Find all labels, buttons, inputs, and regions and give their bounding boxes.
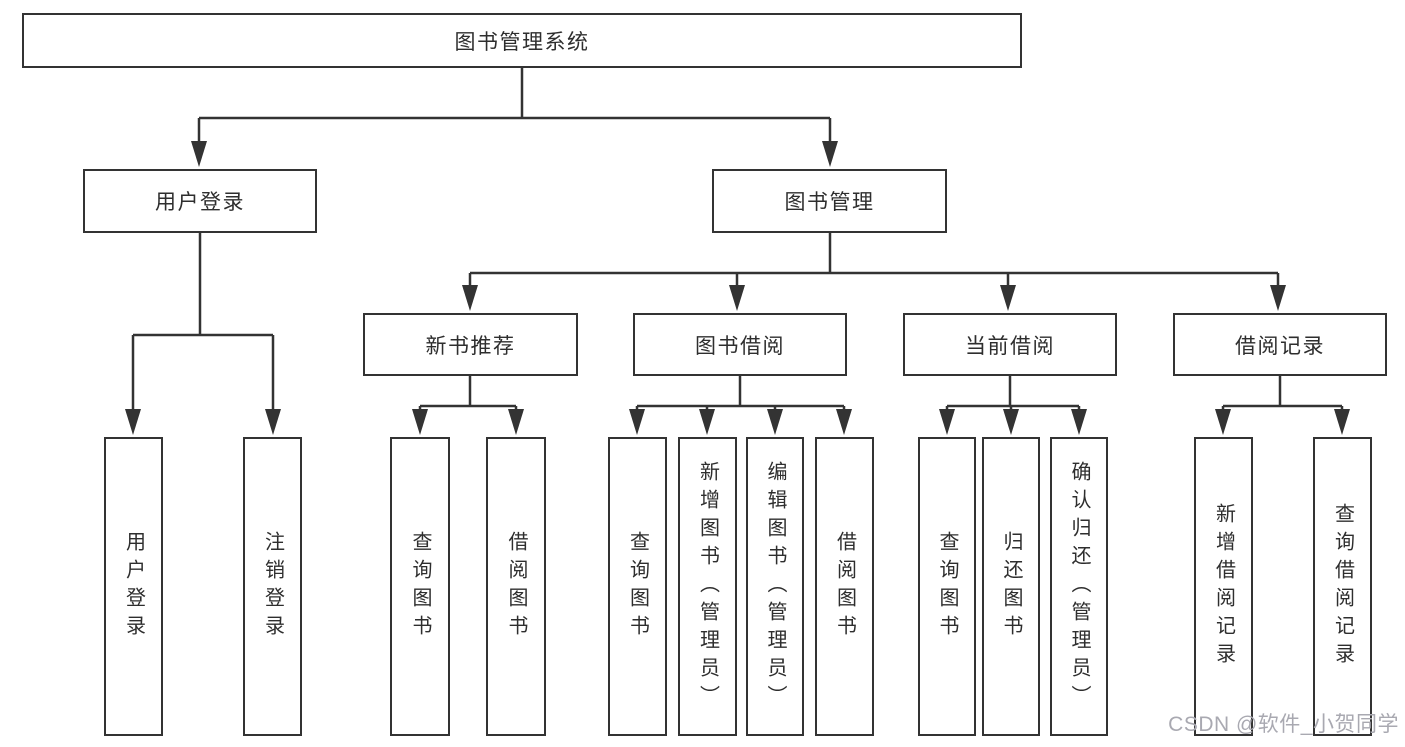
leaf-logout-label: 注销登录 bbox=[261, 530, 284, 643]
arrow-down-icon bbox=[1270, 285, 1286, 311]
leaf-borrow-add-books-admin: 新增图书（管理员） bbox=[678, 437, 737, 736]
connector-root-to-level1 bbox=[197, 68, 832, 156]
leaf-newbook-borrow-books-label: 借阅图书 bbox=[505, 530, 527, 643]
arrow-down-icon bbox=[462, 285, 478, 311]
node-book-borrow: 图书借阅 bbox=[633, 313, 847, 376]
leaf-borrow-query-books-label: 查询图书 bbox=[626, 530, 649, 643]
arrow-down-icon bbox=[767, 409, 783, 435]
leaf-borrow-edit-books-admin-label: 编辑图书（管理员） bbox=[764, 460, 786, 713]
node-book-management-label: 图书管理 bbox=[784, 191, 875, 214]
arrow-down-icon bbox=[1071, 409, 1087, 435]
leaf-borrow-edit-books-admin: 编辑图书（管理员） bbox=[746, 437, 804, 736]
arrow-down-icon bbox=[836, 409, 852, 435]
node-user-login: 用户登录 bbox=[83, 169, 317, 233]
leaf-current-query-books-label: 查询图书 bbox=[936, 530, 958, 643]
arrow-down-icon bbox=[822, 141, 838, 167]
leaf-records-add-record: 新增借阅记录 bbox=[1194, 437, 1253, 736]
leaf-current-return-books: 归还图书 bbox=[982, 437, 1040, 736]
node-new-book-recommend-label: 新书推荐 bbox=[425, 334, 516, 358]
leaf-borrow-add-books-admin-label: 新增图书（管理员） bbox=[696, 460, 719, 713]
arrow-down-icon bbox=[1003, 409, 1019, 435]
connector-user-login-children bbox=[131, 233, 275, 423]
arrow-down-icon bbox=[1215, 409, 1231, 435]
leaf-current-confirm-return-admin: 确认归还（管理员） bbox=[1050, 437, 1108, 736]
watermark-text: CSDN @软件_小贺同学 bbox=[1168, 713, 1399, 736]
arrow-down-icon bbox=[629, 409, 645, 435]
node-borrow-records: 借阅记录 bbox=[1173, 313, 1387, 376]
leaf-borrow-borrow-books: 借阅图书 bbox=[815, 437, 874, 736]
arrow-down-icon bbox=[1000, 285, 1016, 311]
leaf-current-confirm-return-admin-label: 确认归还（管理员） bbox=[1068, 460, 1090, 713]
arrow-down-icon bbox=[1334, 409, 1350, 435]
leaf-newbook-borrow-books: 借阅图书 bbox=[486, 437, 546, 736]
connector-new-book-children bbox=[418, 376, 518, 424]
leaf-user-login: 用户登录 bbox=[104, 437, 163, 736]
arrow-down-icon bbox=[265, 409, 281, 435]
node-user-login-label: 用户登录 bbox=[155, 191, 245, 214]
leaf-user-login-label: 用户登录 bbox=[122, 530, 145, 643]
arrow-down-icon bbox=[729, 285, 745, 311]
node-borrow-records-label: 借阅记录 bbox=[1235, 334, 1325, 358]
arrow-down-icon bbox=[125, 409, 141, 435]
leaf-newbook-query-books: 查询图书 bbox=[390, 437, 450, 736]
arrow-down-icon bbox=[191, 141, 207, 167]
leaf-records-query-record: 查询借阅记录 bbox=[1313, 437, 1372, 736]
arrow-down-icon bbox=[412, 409, 428, 435]
arrow-down-icon bbox=[508, 409, 524, 435]
node-current-borrow: 当前借阅 bbox=[903, 313, 1117, 376]
node-book-management: 图书管理 bbox=[712, 169, 947, 233]
node-root-label: 图书管理系统 bbox=[454, 30, 590, 54]
arrow-down-icon bbox=[699, 409, 715, 435]
node-current-borrow-label: 当前借阅 bbox=[965, 334, 1055, 358]
arrowhead-icons bbox=[125, 141, 1350, 435]
node-new-book-recommend: 新书推荐 bbox=[363, 313, 578, 376]
connector-book-mgmt-children bbox=[468, 233, 1280, 300]
leaf-records-add-record-label: 新增借阅记录 bbox=[1212, 502, 1235, 671]
leaf-borrow-query-books: 查询图书 bbox=[608, 437, 667, 736]
node-root: 图书管理系统 bbox=[22, 13, 1022, 68]
node-book-borrow-label: 图书借阅 bbox=[695, 334, 785, 358]
connector-borrow-record-children bbox=[1221, 376, 1344, 424]
leaf-logout: 注销登录 bbox=[243, 437, 302, 736]
leaf-current-return-books-label: 归还图书 bbox=[1000, 530, 1022, 643]
connector-book-borrow-children bbox=[635, 376, 846, 424]
leaf-newbook-query-books-label: 查询图书 bbox=[409, 530, 431, 643]
leaf-borrow-borrow-books-label: 借阅图书 bbox=[833, 530, 856, 643]
leaf-current-query-books: 查询图书 bbox=[918, 437, 976, 736]
arrow-down-icon bbox=[939, 409, 955, 435]
leaf-records-query-record-label: 查询借阅记录 bbox=[1331, 502, 1354, 671]
